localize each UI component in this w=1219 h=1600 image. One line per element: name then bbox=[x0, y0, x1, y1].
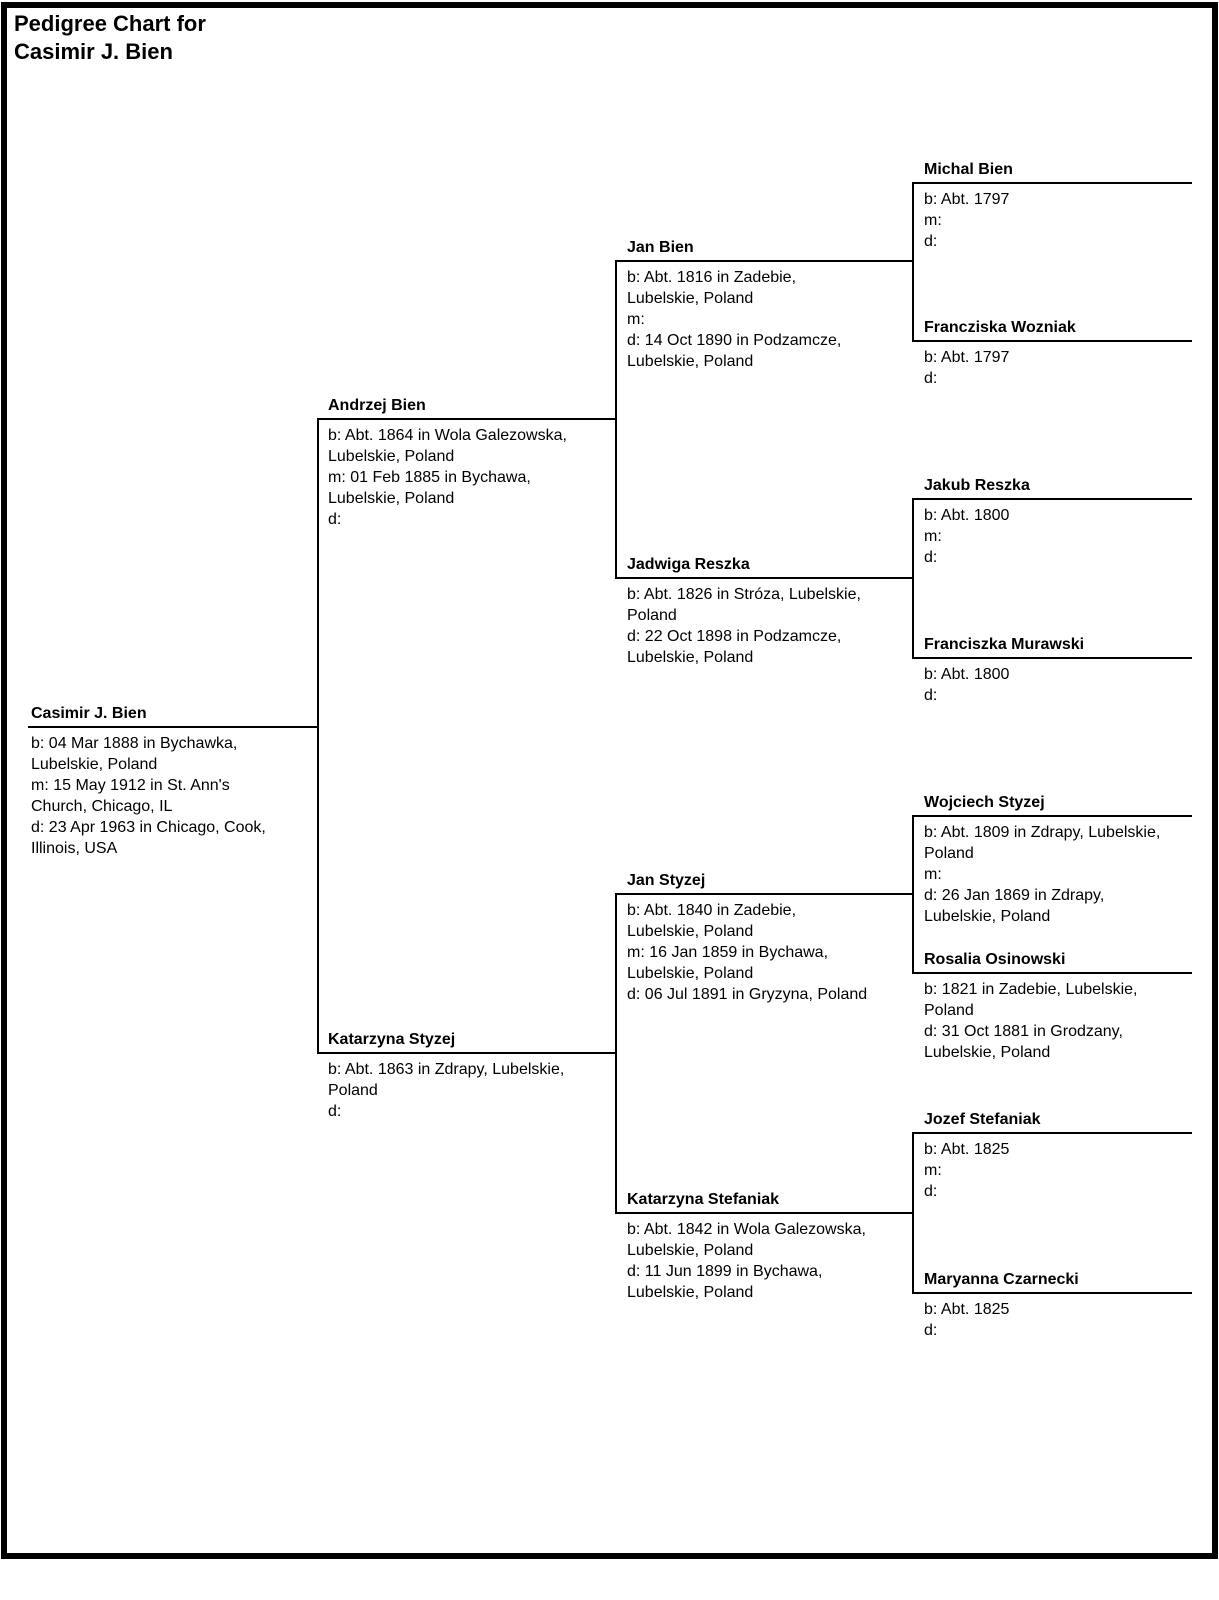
person-name-jakub: Jakub Reszka bbox=[924, 477, 1030, 494]
person-name-maryanna: Maryanna Czarnecki bbox=[924, 1271, 1079, 1288]
connector-parents-of-katarzyna-styzej bbox=[615, 893, 617, 1214]
underline-francziska bbox=[912, 340, 1192, 342]
person-details-katarzyna-stefaniak: b: Abt. 1842 in Wola Galezowska,Lubelski… bbox=[627, 1221, 866, 1301]
page-border bbox=[1, 2, 1218, 1559]
person-details-jan-bien: b: Abt. 1816 in Zadebie,Lubelskie, Polan… bbox=[627, 269, 842, 370]
person-name-jan-styzej: Jan Styzej bbox=[627, 872, 706, 889]
person-name-rosalia: Rosalia Osinowski bbox=[924, 951, 1066, 968]
underline-michal bbox=[912, 182, 1192, 184]
connector-parents-of-casimir bbox=[317, 418, 319, 1054]
underline-jakub bbox=[912, 498, 1192, 500]
person-details-andrzej: b: Abt. 1864 in Wola Galezowska,Lubelski… bbox=[328, 427, 567, 528]
person-name-katarzyna-styzej: Katarzyna Styzej bbox=[328, 1031, 456, 1048]
underline-andrzej bbox=[317, 418, 617, 420]
connector-parents-of-katarzyna-stefaniak bbox=[912, 1132, 914, 1294]
person-name-michal: Michal Bien bbox=[924, 161, 1013, 178]
underline-wojciech bbox=[912, 815, 1192, 817]
connector-parents-of-jadwiga bbox=[912, 498, 914, 659]
underline-katarzyna-stefaniak bbox=[615, 1212, 914, 1214]
person-name-wojciech: Wojciech Styzej bbox=[924, 794, 1045, 811]
underline-jan-styzej bbox=[615, 893, 914, 895]
person-details-wojciech: b: Abt. 1809 in Zdrapy, Lubelskie,Poland… bbox=[924, 824, 1161, 925]
underline-franciszka-murawski bbox=[912, 657, 1192, 659]
underline-jadwiga bbox=[615, 577, 914, 579]
underline-casimir bbox=[28, 726, 319, 728]
person-name-jadwiga: Jadwiga Reszka bbox=[627, 556, 750, 573]
underline-maryanna bbox=[912, 1292, 1192, 1294]
person-name-jozef: Jozef Stefaniak bbox=[924, 1111, 1041, 1128]
connector-parents-of-andrzej bbox=[615, 260, 617, 579]
person-details-katarzyna-styzej: b: Abt. 1863 in Zdrapy, Lubelskie,Poland… bbox=[328, 1061, 565, 1120]
person-name-jan-bien: Jan Bien bbox=[627, 239, 694, 256]
person-name-francziska: Francziska Wozniak bbox=[924, 319, 1076, 336]
connector-parents-of-jan-styzej bbox=[912, 815, 914, 974]
person-name-katarzyna-stefaniak: Katarzyna Stefaniak bbox=[627, 1191, 780, 1208]
underline-jan-bien bbox=[615, 260, 914, 262]
person-name-andrzej: Andrzej Bien bbox=[328, 397, 426, 414]
underline-rosalia bbox=[912, 972, 1192, 974]
person-name-casimir: Casimir J. Bien bbox=[31, 705, 147, 722]
person-details-casimir: b: 04 Mar 1888 in Bychawka,Lubelskie, Po… bbox=[31, 735, 266, 857]
person-details-jan-styzej: b: Abt. 1840 in Zadebie,Lubelskie, Polan… bbox=[627, 902, 868, 1003]
underline-jozef bbox=[912, 1132, 1192, 1134]
underline-katarzyna-styzej bbox=[317, 1052, 617, 1054]
connector-parents-of-jan-bien bbox=[912, 182, 914, 342]
person-details-jadwiga: b: Abt. 1826 in Stróza, Lubelskie,Poland… bbox=[627, 586, 861, 666]
person-name-franciszka-murawski: Franciszka Murawski bbox=[924, 636, 1085, 653]
